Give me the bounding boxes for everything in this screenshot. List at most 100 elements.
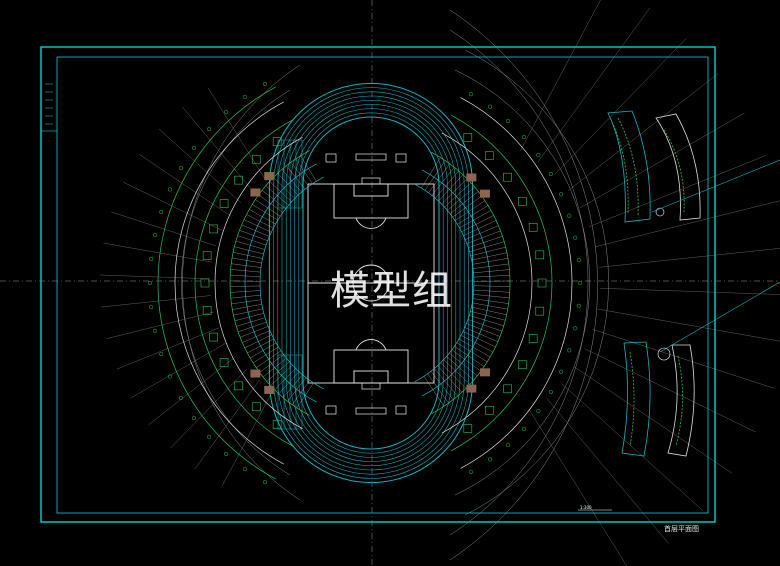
track-lane <box>285 100 457 466</box>
seating-row <box>443 359 471 385</box>
seating-row <box>230 285 261 287</box>
stand-arc <box>259 176 324 390</box>
axis-bubble <box>224 451 229 456</box>
seating-row <box>463 220 497 236</box>
seating-row <box>239 230 268 241</box>
axis-bubble <box>576 258 581 263</box>
room-block <box>202 306 212 315</box>
room-block <box>535 250 545 260</box>
seating-row <box>286 165 306 190</box>
seating-row <box>456 342 488 363</box>
track-lane <box>281 95 461 471</box>
room-block <box>272 137 282 146</box>
seating-row <box>231 263 262 268</box>
seating-row <box>234 313 264 321</box>
seating-row <box>464 327 498 342</box>
radial-ray <box>139 154 231 217</box>
radial-ray <box>170 369 247 449</box>
seating-row <box>468 236 503 248</box>
radial-ray <box>554 38 687 176</box>
seating-row <box>256 350 282 368</box>
axis-bubble <box>488 457 493 462</box>
room-block <box>209 224 218 234</box>
seating-row <box>274 368 296 390</box>
seating-row <box>472 258 508 265</box>
seating-row <box>247 338 274 354</box>
axis-bubble <box>505 118 510 124</box>
axis-bubble <box>191 416 196 421</box>
stair-block <box>479 368 490 377</box>
axis-bubble <box>224 110 229 115</box>
axis-bubble <box>559 192 564 197</box>
axis-bubble <box>505 442 510 448</box>
seating-row <box>473 289 510 293</box>
seating-row <box>252 346 279 364</box>
room-block <box>484 405 494 415</box>
axis-bubble <box>548 389 553 395</box>
seating-row <box>270 365 293 386</box>
drawing-frame <box>40 46 716 523</box>
track-lane <box>298 112 444 454</box>
seating-row <box>232 257 262 264</box>
seating-row <box>230 294 261 299</box>
seating-row <box>242 330 270 343</box>
seating-row <box>283 374 303 398</box>
seating-row <box>233 252 263 259</box>
seating-row <box>423 376 445 407</box>
seating-row <box>454 346 485 367</box>
radial-ray <box>597 308 780 342</box>
seating-row <box>232 304 262 310</box>
seating-row <box>243 219 272 233</box>
radial-ray <box>520 0 601 151</box>
axis-bubble <box>488 104 493 109</box>
seating-row <box>454 200 486 221</box>
radial-rays <box>100 0 780 566</box>
seating-row <box>466 323 501 337</box>
axis-bubble <box>207 434 212 439</box>
seating-row <box>459 210 492 229</box>
room-block <box>234 175 243 185</box>
seating-row <box>427 373 449 404</box>
axis-bubble <box>573 235 578 240</box>
room-block <box>463 424 473 433</box>
room-block <box>251 402 261 412</box>
axis-bubble <box>573 326 578 331</box>
axis-bubble <box>262 480 268 485</box>
football-field-icon <box>307 177 435 390</box>
seating-row <box>447 186 475 211</box>
stand-arc <box>214 137 303 429</box>
room-block <box>535 306 545 316</box>
seating-row <box>435 170 459 199</box>
seating-row <box>259 354 284 373</box>
axis-bubble <box>159 209 164 214</box>
axis-bubble <box>152 328 158 333</box>
watermark-text: 模型组 <box>330 268 453 314</box>
seating-row <box>255 199 281 217</box>
radial-ray <box>568 73 719 191</box>
seating-row <box>230 274 261 277</box>
stand-arc <box>174 101 284 465</box>
seating-row <box>457 205 489 225</box>
seating-row <box>266 361 290 382</box>
east-grandstand <box>414 92 583 474</box>
scale-label: 1:300 <box>580 505 592 510</box>
seating-row <box>472 298 509 304</box>
seating-row <box>449 191 479 214</box>
seating-row <box>444 182 472 208</box>
seating-row <box>231 299 262 305</box>
radial-ray <box>101 295 211 308</box>
seating-row <box>440 362 467 389</box>
axis-bubble <box>207 127 212 132</box>
room-block <box>219 358 229 367</box>
seating-row <box>458 338 491 358</box>
room-block <box>200 278 210 288</box>
stand-arc <box>451 114 553 452</box>
seating-row <box>471 306 507 315</box>
seating-row <box>233 308 263 316</box>
axis-bubble <box>159 352 164 357</box>
room-block <box>272 420 282 429</box>
axis-bubble <box>178 395 183 401</box>
stand-arc <box>244 163 317 403</box>
seating-row <box>462 331 496 348</box>
